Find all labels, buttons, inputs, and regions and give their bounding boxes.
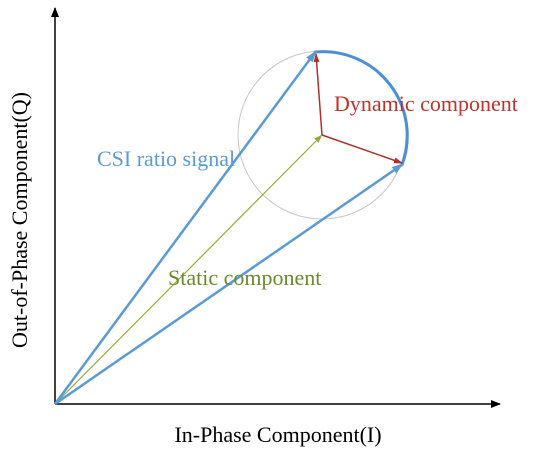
- dynamic-component-vector-lower: [321, 134, 403, 164]
- static-component-vector: [54, 134, 323, 405]
- dynamic-component-label: Dynamic component: [334, 91, 518, 116]
- csi-ratio-vector-lower: [54, 162, 404, 406]
- x-axis-label: In-Phase Component(I): [174, 422, 381, 447]
- dynamic-component-vector-upper: [313, 53, 323, 136]
- signal-trajectory-arc: [314, 50, 409, 167]
- y-axis-label: Out-of-Phase Component(Q): [7, 92, 32, 348]
- csi-ratio-signal-label: CSI ratio signal: [97, 146, 235, 171]
- csi-ratio-vector-upper: [53, 50, 318, 405]
- static-component-label: Static component: [168, 265, 321, 290]
